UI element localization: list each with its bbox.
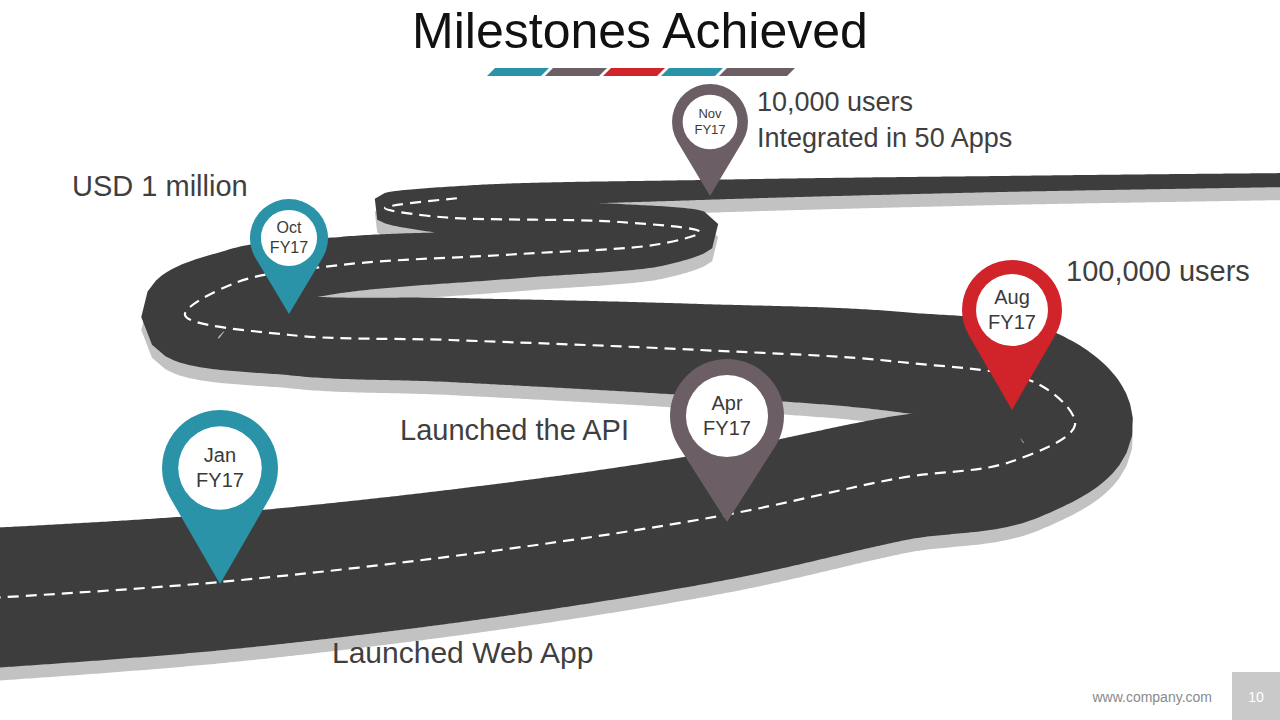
underline-stripe	[487, 68, 549, 76]
page-number: 10	[1232, 688, 1280, 706]
underline-stripe	[545, 68, 607, 76]
milestone-pin: Nov FY1710,000 users Integrated in 50 Ap…	[672, 84, 748, 196]
winding-road	[0, 173, 1280, 681]
pin-date: Apr FY17	[686, 375, 768, 457]
milestone-label: Launched Web App	[332, 635, 652, 671]
milestone-pin: Aug FY17100,000 users	[962, 260, 1062, 410]
milestone-label: Launched the API	[400, 412, 670, 448]
milestone-label: 10,000 users Integrated in 50 Apps	[757, 84, 1042, 156]
title-underline	[487, 68, 795, 76]
footer-text: www.company.com	[1012, 688, 1212, 706]
pin-body	[162, 410, 278, 584]
pin-date: Nov FY17	[683, 95, 738, 150]
road-surface	[0, 173, 1280, 668]
milestone-pin: Jan FY17Launched Web App	[162, 410, 278, 584]
lane-dash	[0, 198, 1075, 598]
pin-shape	[962, 260, 1062, 410]
pin-date: Oct FY17	[261, 210, 317, 266]
underline-stripe	[603, 68, 665, 76]
pin-body	[670, 359, 784, 522]
pin-body	[672, 84, 748, 196]
milestone-label: USD 1 million	[72, 168, 282, 204]
page-number-box	[1232, 672, 1280, 720]
milestone-pin: Oct FY17USD 1 million	[250, 199, 328, 314]
underline-stripe	[661, 68, 723, 76]
pin-shape	[670, 359, 784, 522]
pin-shape	[250, 199, 328, 314]
underline-stripe	[719, 68, 795, 76]
pin-shape	[672, 84, 748, 196]
pin-face	[178, 426, 262, 510]
pin-body	[250, 199, 328, 314]
pin-face	[683, 95, 738, 150]
road-guide	[0, 180, 1280, 598]
pin-face	[261, 210, 317, 266]
pin-face	[976, 274, 1048, 346]
pin-shape	[162, 410, 278, 584]
slide-title: Milestones Achieved	[0, 2, 1280, 60]
milestone-pin: Apr FY17Launched the API	[670, 359, 784, 522]
pin-date: Aug FY17	[976, 274, 1048, 346]
pin-body	[962, 260, 1062, 410]
pin-face	[686, 375, 768, 457]
pin-date: Jan FY17	[178, 426, 262, 510]
milestone-label: 100,000 users	[1066, 253, 1276, 289]
